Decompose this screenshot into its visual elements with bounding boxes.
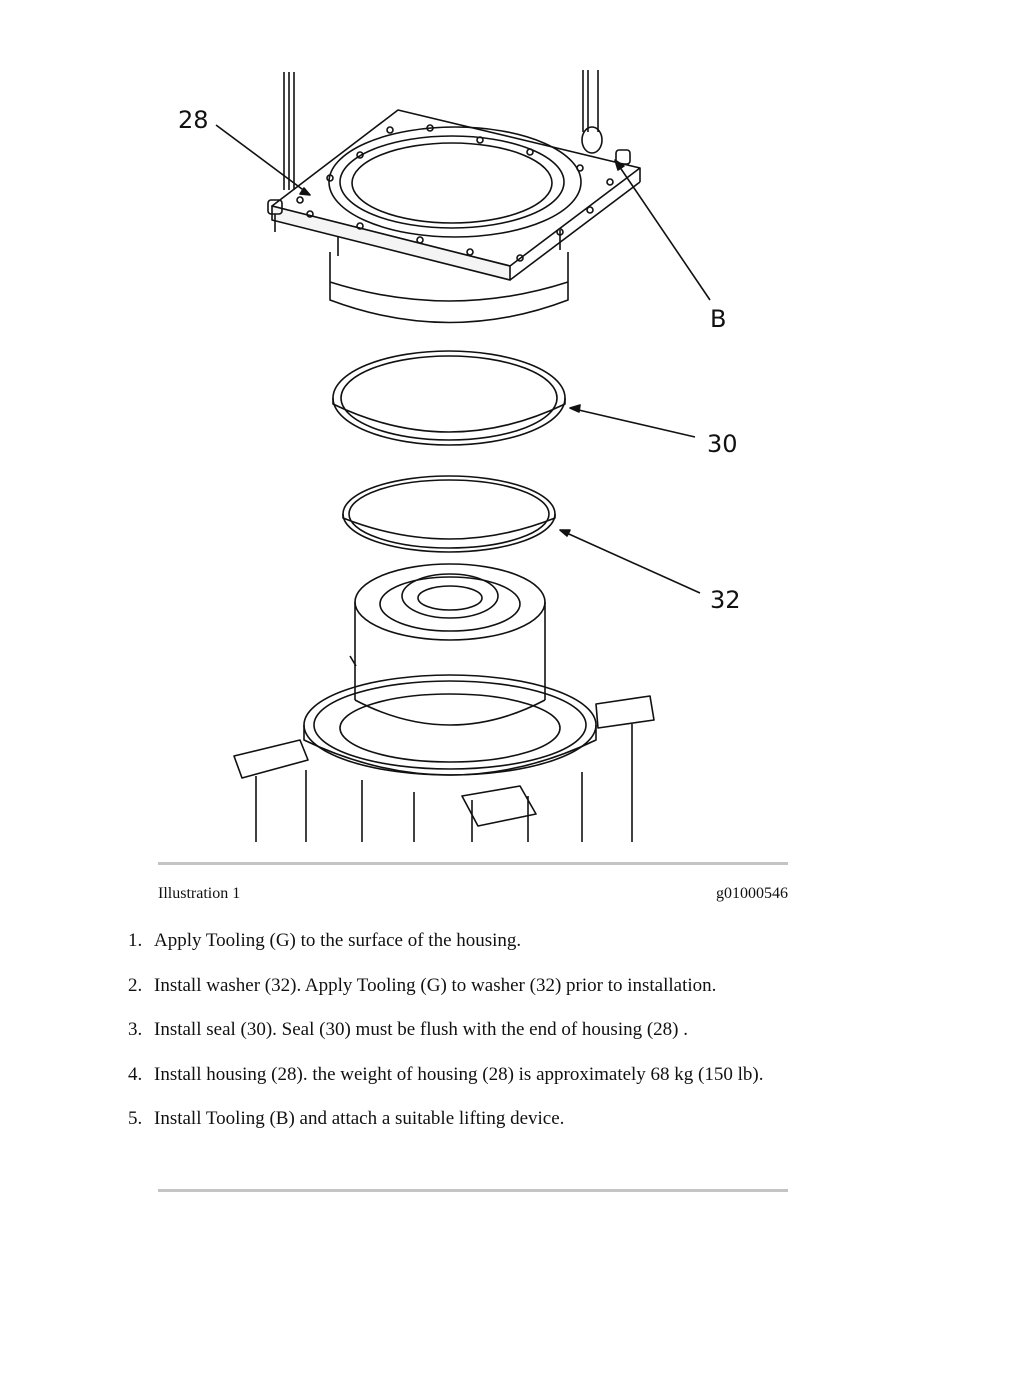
housing-28: [267, 109, 641, 324]
hub-assembly: [233, 563, 655, 842]
list-item: 2. Install washer (32). Apply Tooling (G)…: [128, 975, 764, 1020]
divider-top: [158, 862, 788, 865]
lifting-cables: [283, 70, 603, 190]
callout-32: 32: [710, 586, 741, 614]
divider-bottom: [158, 1189, 788, 1192]
illustration-id: g01000546: [716, 885, 788, 902]
illustration-figure: 28 B 30 32: [150, 60, 800, 850]
leader-lines: [215, 124, 711, 594]
list-item: 4. Install housing (28). the weight of ho…: [128, 1064, 764, 1109]
step-text: Install Tooling (B) and attach a suitabl…: [154, 1108, 565, 1129]
step-number: 3.: [128, 1019, 143, 1040]
step-number: 5.: [128, 1108, 143, 1129]
list-item: 5. Install Tooling (B) and attach a suita…: [128, 1108, 764, 1153]
step-text: Install washer (32). Apply Tooling (G) t…: [154, 974, 717, 996]
callout-30: 30: [707, 430, 738, 458]
illustration-caption: Illustration 1: [158, 885, 241, 902]
step-text: Apply Tooling (G) to the surface of the …: [154, 930, 522, 951]
washer-32: [342, 475, 556, 553]
step-number: 1.: [128, 930, 143, 951]
seal-30: [332, 350, 566, 446]
procedure-steps: 1. Apply Tooling (G) to the surface of th…: [128, 930, 764, 1153]
callout-28: 28: [178, 106, 209, 134]
list-item: 1. Apply Tooling (G) to the surface of th…: [128, 930, 764, 975]
step-number: 4.: [128, 1063, 143, 1085]
list-item: 3. Install seal (30). Seal (30) must be f…: [128, 1019, 764, 1064]
step-number: 2.: [128, 974, 143, 996]
step-text: Install seal (30). Seal (30) must be flu…: [154, 1019, 689, 1040]
callout-b: B: [710, 305, 726, 333]
step-text: Install housing (28). the weight of hous…: [154, 1063, 764, 1085]
